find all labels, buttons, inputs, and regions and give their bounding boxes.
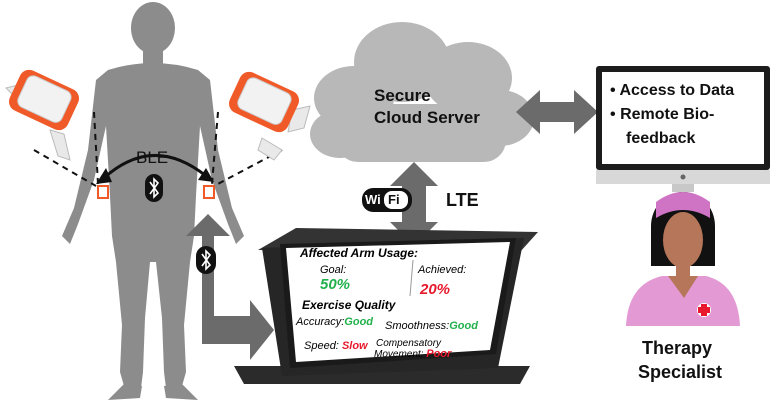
left-wrist-sensor [97,185,109,199]
compensatory-row: Movement: Poor [374,348,451,360]
wifi-logo [362,188,412,212]
quality-title: Exercise Quality [302,298,396,312]
ble-arc [102,154,207,180]
speed-value: Slow [341,340,368,352]
therapist-avatar [626,192,740,326]
therapy-label-line1: Therapy [642,338,713,358]
monitor-bullet-text: feedback [626,130,696,147]
achieved-label: Achieved: [418,264,467,276]
smoothness-value: Good [449,320,478,332]
wifi-fi-text: Fi [388,192,400,207]
lte-label: LTE [446,190,479,210]
monitor-bullet-2: • Remote Bio- [610,106,715,123]
compensatory-label-2: Movement: [374,349,424,360]
right-wristband [228,71,311,161]
accuracy-value: Good [344,316,374,328]
bluetooth-icon [145,174,163,202]
wifi-wi-text: Wi [365,192,381,207]
compensatory-label-1: Compensatory [376,338,442,349]
accuracy-row: Accuracy:Good [296,316,373,328]
monitor-bullet-1: • Access to Data [610,82,735,99]
cloud-monitor-arrow [516,90,598,134]
compensatory-value: Poor [426,348,452,360]
cloud-tablet-arrow [390,162,438,246]
bluetooth-icon [196,246,216,274]
cloud-label-line1: Secure [374,86,431,105]
smoothness-row: Smoothness:Good [385,320,478,332]
patient-silhouette [62,2,244,400]
cloud-icon [310,22,534,162]
achieved-value: 20% [420,281,451,298]
monitor-bullet-text: Remote Bio- [620,106,715,123]
therapy-label-line2: Specialist [638,362,723,382]
goal-label: Goal: [320,264,347,276]
speed-label: Speed: [304,340,339,352]
left-wristband [5,69,80,161]
usage-title: Affected Arm Usage: [300,246,419,260]
monitor [596,66,770,192]
goal-value: 50% [320,276,351,293]
monitor-bullet-text: Access to Data [619,82,735,99]
cloud-label-line2: Cloud Server [374,108,480,127]
monitor-bullet-3: feedback [626,130,695,148]
ble-label: BLE [136,148,169,167]
body-tablet-arrow [186,214,274,360]
right-wrist-sensor [203,185,215,199]
speed-row: Speed: Slow [304,340,368,352]
accuracy-label: Accuracy: [296,316,345,328]
tablet-device [234,228,538,384]
smoothness-label: Smoothness: [385,320,450,332]
